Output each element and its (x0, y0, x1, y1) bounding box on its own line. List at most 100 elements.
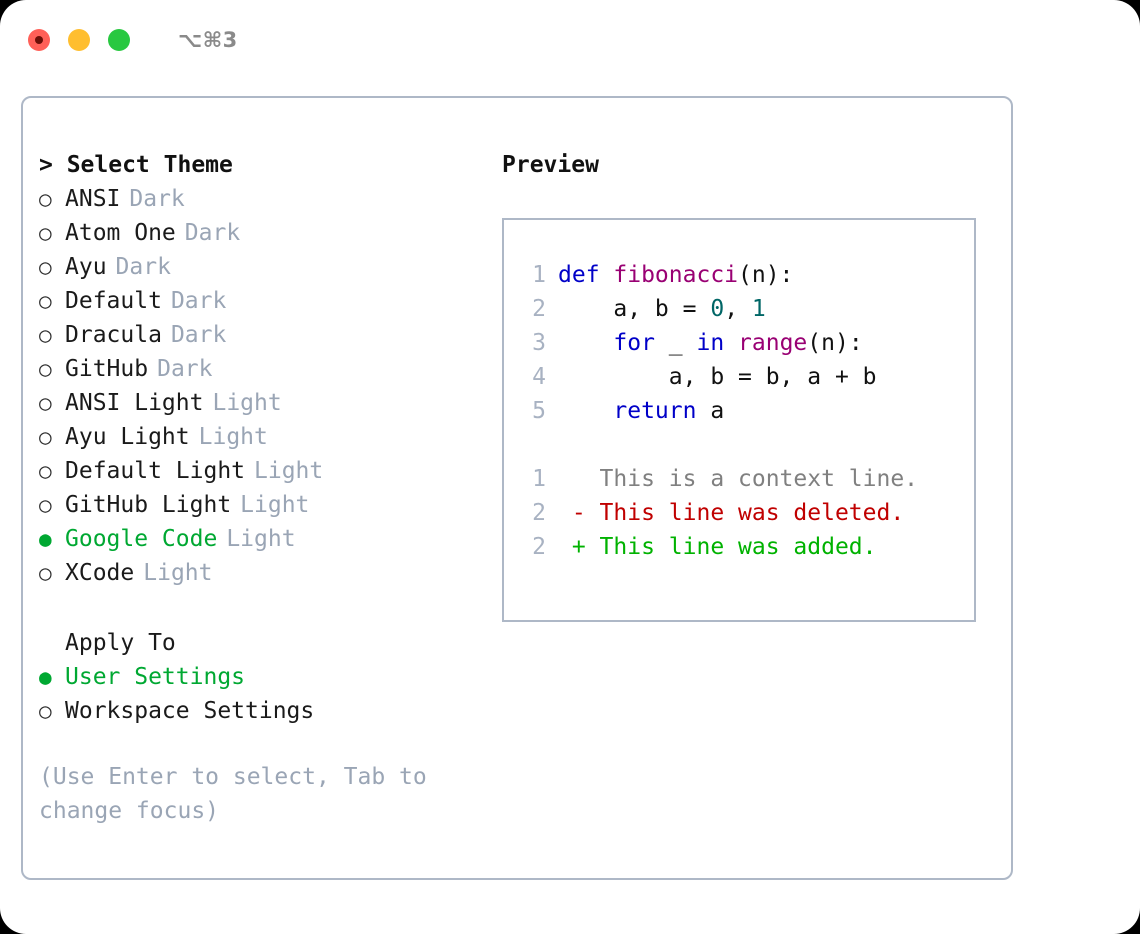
token-kw: def (558, 262, 614, 288)
theme-option-label: Default (65, 288, 162, 314)
token-pl: , (724, 296, 752, 322)
radio-unselected-icon: ○ (39, 255, 52, 279)
radio-unselected-icon: ○ (39, 323, 52, 347)
radio-unselected-icon: ○ (39, 425, 52, 449)
theme-option-7[interactable]: ○ Ayu Light Light (39, 420, 489, 454)
theme-option-label: Google Code (65, 526, 218, 552)
code-text: - This line was deleted. (558, 496, 904, 530)
code-line: 2 a, b = 0, 1 (520, 292, 968, 326)
token-fn: range (738, 330, 808, 356)
token-ctx: This is a context line. (558, 466, 919, 492)
token-pl: (n): (738, 262, 794, 288)
theme-option-label: Ayu Light (65, 424, 190, 450)
theme-option-label: Atom One (65, 220, 176, 246)
keyboard-shortcut-label: ⌥⌘3 (178, 28, 238, 52)
theme-option-10[interactable]: ● Google Code Light (39, 522, 489, 556)
diff-line: 2 - This line was deleted. (520, 496, 968, 530)
apply-to-list: ● User Settings ○ Workspace Settings (39, 660, 489, 728)
token-pl: a, b = (558, 296, 711, 322)
maximize-window-icon[interactable] (108, 29, 130, 51)
token-pl: a (696, 398, 725, 424)
token-pl: (n): (807, 330, 863, 356)
radio-selected-icon: ● (39, 665, 52, 689)
line-number: 2 (532, 500, 546, 526)
radio-unselected-icon: ○ (39, 699, 52, 723)
line-number: 2 (532, 296, 546, 322)
diff-line: 2 + This line was added. (520, 530, 968, 564)
line-number: 1 (532, 466, 546, 492)
apply-to-option-label: Workspace Settings (65, 698, 315, 724)
token-pl (558, 398, 613, 424)
theme-option-label: Ayu (65, 254, 107, 280)
radio-unselected-icon: ○ (39, 391, 52, 415)
theme-option-label: ANSI Light (65, 390, 204, 416)
code-text: def fibonacci(n): (558, 258, 793, 292)
token-fn: fibonacci (613, 262, 739, 288)
code-text: + This line was added. (558, 530, 877, 564)
theme-option-label: ANSI (65, 186, 121, 212)
radio-unselected-icon: ○ (39, 187, 52, 211)
theme-option-badge: Light (212, 390, 282, 416)
radio-unselected-icon: ○ (39, 561, 52, 585)
radio-unselected-icon: ○ (39, 289, 52, 313)
theme-option-badge: Dark (170, 322, 227, 348)
theme-option-label: GitHub (65, 356, 149, 382)
theme-option-badge: Light (143, 560, 213, 586)
diff-sample: 1 This is a context line.2 - This line w… (520, 462, 968, 564)
radio-unselected-icon: ○ (39, 221, 52, 245)
token-kw: return (613, 398, 697, 424)
code-text: a, b = b, a + b (558, 360, 877, 394)
theme-option-badge: Light (198, 424, 268, 450)
theme-option-badge: Light (254, 458, 324, 484)
traffic-light-group (28, 29, 130, 51)
theme-option-badge: Light (226, 526, 296, 552)
diff-line: 1 This is a context line. (520, 462, 968, 496)
theme-option-label: Default Light (65, 458, 246, 484)
apply-to-option-1[interactable]: ○ Workspace Settings (39, 694, 489, 728)
token-kw: for (613, 330, 655, 356)
code-text: a, b = 0, 1 (558, 292, 766, 326)
theme-option-8[interactable]: ○ Default Light Light (39, 454, 489, 488)
token-kw: in (696, 330, 725, 356)
theme-option-badge: Dark (157, 356, 213, 382)
code-text: for _ in range(n): (558, 326, 863, 360)
token-pl: a, b = b, a + b (558, 364, 877, 390)
token-pl: _ (654, 330, 697, 356)
theme-option-label: GitHub Light (65, 492, 232, 518)
token-num: 0 (710, 296, 725, 322)
radio-selected-icon: ● (39, 527, 52, 551)
radio-unselected-icon: ○ (39, 459, 52, 483)
apply-to-option-label: User Settings (65, 664, 246, 690)
line-number: 3 (532, 330, 546, 356)
code-line: 3 for _ in range(n): (520, 326, 968, 360)
code-line: 5 return a (520, 394, 968, 428)
line-number: 4 (532, 364, 546, 390)
close-window-icon[interactable] (28, 29, 50, 51)
minimize-window-icon[interactable] (68, 29, 90, 51)
apply-to-option-0[interactable]: ● User Settings (39, 660, 489, 694)
theme-option-6[interactable]: ○ ANSI Light Light (39, 386, 489, 420)
token-num: 1 (751, 296, 766, 322)
token-pl (558, 330, 613, 356)
theme-option-badge: Light (240, 492, 310, 518)
line-number: 5 (532, 398, 546, 424)
code-line: 4 a, b = b, a + b (520, 360, 968, 394)
title-bar: ⌥⌘3 (0, 0, 1140, 80)
token-del: - This line was deleted. (558, 500, 905, 526)
